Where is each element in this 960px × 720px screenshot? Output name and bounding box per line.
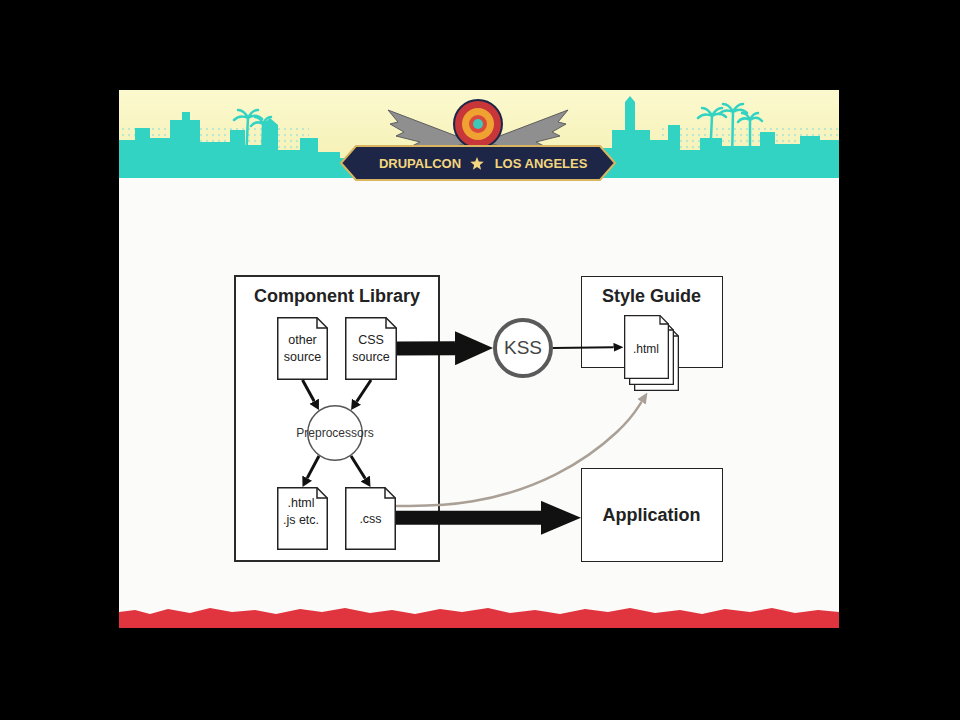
- node-label: CSS source: [349, 332, 393, 366]
- file-icon: .html .js etc.: [277, 487, 328, 550]
- connector: [397, 341, 455, 355]
- connector: [303, 380, 315, 401]
- page-outline: [278, 488, 328, 550]
- page-fold: [385, 488, 395, 498]
- node-label: Application: [582, 504, 721, 526]
- skyline: [119, 112, 340, 160]
- banner: [119, 90, 839, 178]
- slide: [119, 90, 839, 628]
- file-icon-outline: [277, 317, 328, 380]
- connector: [307, 456, 319, 478]
- page-outline: [346, 318, 397, 380]
- section-box: Style Guide .html: [581, 276, 723, 368]
- page-stack: .html: [624, 315, 681, 393]
- node-label: .html: [624, 341, 669, 358]
- page-fold: [660, 315, 668, 323]
- library-box: Component Library other source CSS sourceP…: [234, 275, 440, 562]
- process-circle: Preprocessors: [307, 405, 363, 461]
- star-symbol: [470, 157, 483, 170]
- node-label: KSS: [504, 337, 542, 359]
- circle-outline: [495, 320, 551, 376]
- connector: [553, 346, 614, 349]
- banner-text: LOS ANGELES: [471, 156, 611, 172]
- file-icon: .css: [345, 487, 396, 550]
- node-label: .html .js etc.: [282, 495, 320, 529]
- page-fold: [317, 318, 327, 328]
- connector: [357, 380, 371, 402]
- page-fold: [386, 318, 396, 328]
- torn-edge: [119, 608, 839, 628]
- file-icon: other source: [277, 317, 328, 380]
- page-outline: [346, 488, 396, 550]
- banner-text: DRUPALCON: [350, 156, 490, 172]
- node-label: .css: [349, 511, 392, 528]
- node-label: Component Library: [236, 285, 438, 307]
- connector: [396, 402, 642, 506]
- page-outline: [624, 315, 668, 378]
- file-icon-outline: [345, 317, 397, 380]
- page-outline: [278, 318, 328, 380]
- skyline: [600, 96, 839, 160]
- conference-badge: [341, 100, 615, 180]
- tool-circle: KSS: [493, 318, 553, 378]
- connector: [351, 456, 365, 479]
- target-box: Application: [581, 468, 723, 562]
- file-icon: CSS source: [345, 317, 397, 380]
- node-label: Style Guide: [582, 285, 721, 307]
- node-label: other source: [281, 332, 324, 366]
- connector: [396, 511, 541, 525]
- page-fold: [317, 488, 327, 498]
- node-label: Preprocessors: [296, 425, 373, 442]
